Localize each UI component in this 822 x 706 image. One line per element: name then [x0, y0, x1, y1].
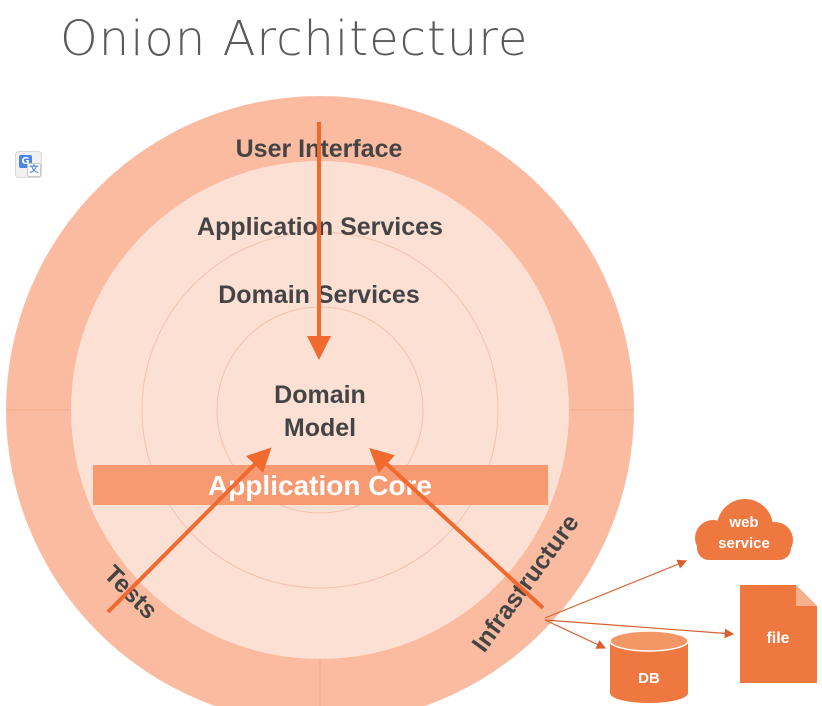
domain-model-label-line1: Domain: [274, 381, 366, 409]
infra-to-web-service-arrow: [544, 559, 688, 619]
db-label: DB: [638, 670, 660, 687]
web-service-cloud-icon: [695, 499, 793, 560]
domain-model-label-line2: Model: [284, 414, 356, 442]
web-service-label-line1: web: [728, 514, 758, 531]
tests-to-domain-arrow: [106, 447, 272, 614]
google-translate-icon[interactable]: G 文: [15, 151, 42, 178]
ring-dividers: [6, 409, 634, 706]
file-label: file: [766, 630, 789, 647]
page-title: Onion Architecture: [60, 11, 529, 67]
application-services-ring: [71, 161, 569, 659]
infrastructure-to-domain-arrow: [369, 447, 545, 610]
application-core-band: [93, 465, 548, 505]
infra-to-db-arrow: [544, 619, 607, 649]
infra-to-file-arrow: [544, 619, 735, 639]
file-icon: [740, 585, 817, 683]
web-service-label-line2: service: [718, 535, 770, 552]
database-icon: [609, 630, 689, 703]
